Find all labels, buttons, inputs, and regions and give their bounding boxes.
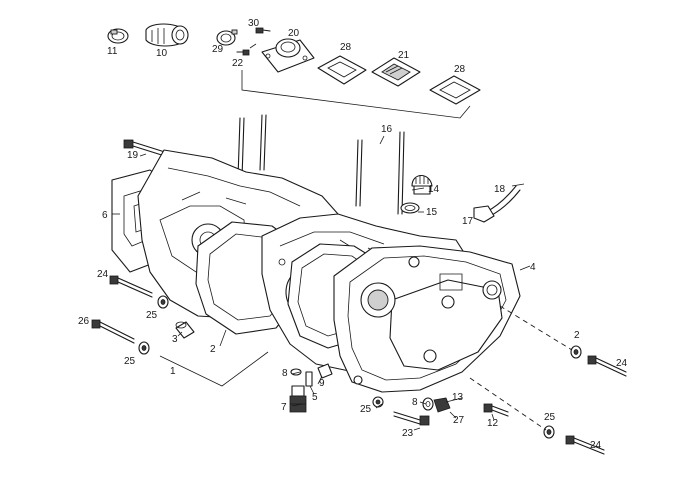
callout-2-right: 2 bbox=[574, 330, 580, 341]
callout-29: 29 bbox=[212, 44, 224, 55]
callout-30: 30 bbox=[248, 18, 260, 29]
callout-14: 14 bbox=[428, 184, 440, 195]
leader-lines bbox=[112, 43, 531, 431]
callout-8-lower: 8 bbox=[412, 397, 418, 408]
part-3-dowel bbox=[175, 321, 195, 339]
part-23-bolt bbox=[393, 411, 430, 426]
part-24-bolt-bottom-right bbox=[565, 435, 605, 455]
callout-25-left: 25 bbox=[146, 310, 158, 321]
callout-16: 16 bbox=[381, 124, 393, 135]
callout-17: 17 bbox=[462, 216, 474, 227]
part-30-screw bbox=[255, 27, 271, 34]
part-25-washer-right bbox=[543, 425, 555, 439]
part-12-bolt bbox=[483, 403, 509, 417]
part-8-washer-bottom bbox=[422, 397, 434, 411]
part-4-clutch-cover bbox=[333, 245, 521, 393]
callout-13: 13 bbox=[452, 392, 464, 403]
part-17-elbow bbox=[473, 205, 495, 223]
part-27-plug bbox=[433, 397, 451, 413]
callout-20: 20 bbox=[288, 28, 300, 39]
callout-21: 21 bbox=[398, 50, 410, 61]
callout-18: 18 bbox=[494, 184, 506, 195]
callout-7: 7 bbox=[281, 402, 287, 413]
callout-27: 27 bbox=[453, 415, 465, 426]
guide-line-upper bbox=[499, 305, 573, 351]
part-25-washer-left bbox=[157, 295, 169, 309]
callout-25-bottom: 25 bbox=[360, 404, 372, 415]
part-28-gasket-right bbox=[429, 75, 481, 105]
part-5-dowel bbox=[305, 371, 313, 387]
callout-3: 3 bbox=[172, 334, 178, 345]
part-25-washer-bottom bbox=[372, 396, 384, 408]
part-10-intake-rubber bbox=[145, 23, 189, 47]
callout-6: 6 bbox=[102, 210, 108, 221]
part-26-bolt bbox=[91, 319, 135, 344]
callout-28-right: 28 bbox=[454, 64, 466, 75]
part-22-screw bbox=[236, 49, 250, 56]
callout-28-left: 28 bbox=[340, 42, 352, 53]
callout-10: 10 bbox=[156, 48, 168, 59]
group-bracket-intake bbox=[241, 70, 471, 119]
callout-24-right: 24 bbox=[616, 358, 628, 369]
part-24-bolt-right bbox=[587, 355, 627, 377]
part-20-intake-manifold bbox=[261, 38, 315, 73]
guide-line-lower bbox=[469, 377, 547, 431]
callout-26: 26 bbox=[78, 316, 90, 327]
callout-12: 12 bbox=[487, 418, 499, 429]
callout-22: 22 bbox=[232, 58, 244, 69]
callout-labels: 11 10 29 30 22 20 28 21 28 19 16 14 15 1… bbox=[78, 18, 628, 451]
part-25-washer-lower bbox=[138, 341, 150, 355]
part-9-plug bbox=[317, 363, 333, 379]
part-11-clamp bbox=[107, 28, 129, 44]
part-24-bolt-left bbox=[109, 275, 153, 298]
part-2-washer-right bbox=[570, 345, 582, 359]
callout-9: 9 bbox=[319, 378, 325, 389]
part-15-washer bbox=[400, 202, 420, 214]
callout-19: 19 bbox=[127, 150, 139, 161]
callout-24-left: 24 bbox=[97, 269, 109, 280]
part-studs-left bbox=[237, 114, 267, 179]
callout-23: 23 bbox=[402, 428, 414, 439]
callout-1: 1 bbox=[170, 366, 176, 377]
part-29-clamp bbox=[216, 29, 238, 46]
callout-2-inner: 2 bbox=[210, 344, 216, 355]
part-7-drain-plug bbox=[289, 385, 307, 413]
part-16-studs bbox=[355, 131, 405, 215]
callout-11: 11 bbox=[107, 46, 118, 57]
part-14-breather bbox=[411, 174, 433, 195]
part-28-gasket-left bbox=[317, 55, 367, 85]
callout-25-right: 25 bbox=[544, 412, 556, 423]
callout-25-lower: 25 bbox=[124, 356, 136, 367]
callout-8-upper: 8 bbox=[282, 368, 288, 379]
callout-4: 4 bbox=[530, 262, 536, 273]
callout-24-bottom: 24 bbox=[590, 440, 602, 451]
group-bracket-1 bbox=[159, 351, 269, 387]
part-21-reed-valve bbox=[371, 57, 421, 87]
callout-15: 15 bbox=[426, 207, 438, 218]
callout-5: 5 bbox=[312, 392, 318, 403]
